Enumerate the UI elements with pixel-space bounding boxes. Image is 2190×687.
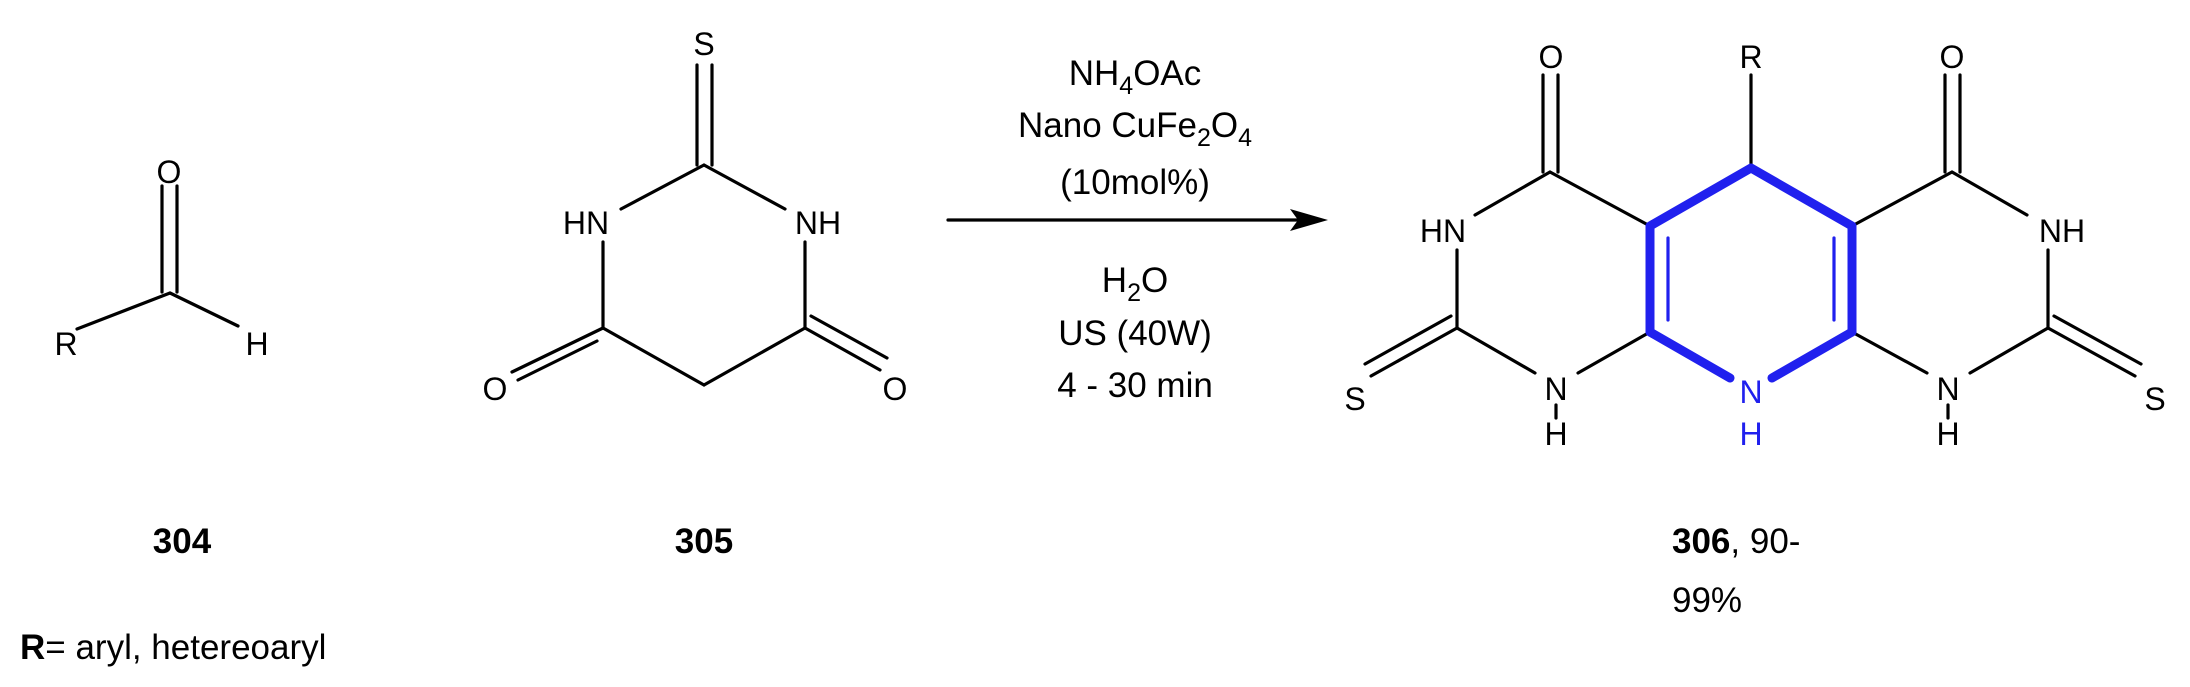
oxygen-left-atom: O [483,371,508,407]
oxygen-left-atom: O [1539,39,1564,75]
sulfur-right-atom: S [2144,381,2165,417]
sulfur-left-atom: S [1344,381,1365,417]
r-group-label: R [1739,39,1762,75]
compound-305-structure: S HN NH O O [483,26,908,407]
oxygen-right-atom: O [883,371,908,407]
nh-left-label: HN [563,205,609,241]
compound-304-structure: O R H [54,154,268,362]
hydrogen-left-bottom-atom: H [1544,416,1567,452]
catalyst-loading: (10mol%) [1060,163,1210,202]
nh-right-label: NH [795,205,841,241]
yield-line-2: 99% [1672,581,1742,620]
compound-306-structure: R O O HN NH N H N H N H S S [1344,39,2165,452]
oxygen-right-atom: O [1940,39,1965,75]
nitrogen-center-atom: N [1739,374,1762,410]
reagent-ammonium-acetate: NH4OAc [1069,54,1202,100]
r-group-label: R [54,326,77,362]
hydrogen-right-bottom-atom: H [1936,416,1959,452]
reagent-catalyst: Nano CuFe2O4 [1018,106,1252,152]
compound-304-label: 304 [153,522,212,561]
solvent-water: H2O [1102,261,1168,307]
hydrogen-center-atom: H [1739,416,1762,452]
hydrogen-atom: H [245,326,268,362]
r-key: R [20,628,45,667]
compound-306-label: 306, 90- [1672,522,1800,561]
nh-right-label: NH [2039,213,2085,249]
ultrasound-condition: US (40W) [1058,314,1212,353]
r-definition-text: = aryl, hetereoaryl [45,628,326,667]
compound-305-label: 305 [675,522,733,561]
yield-line-1: , 90- [1730,522,1800,561]
r-group-definition: R= aryl, hetereoaryl [20,628,326,667]
nitrogen-right-bottom-atom: N [1936,371,1959,407]
sulfur-atom: S [693,26,714,62]
nh-left-label: HN [1420,213,1466,249]
reaction-arrow [946,209,1328,231]
compound-306-number: 306 [1672,522,1730,561]
reaction-time: 4 - 30 min [1057,366,1213,405]
oxygen-atom: O [157,154,182,190]
nitrogen-left-bottom-atom: N [1544,371,1567,407]
